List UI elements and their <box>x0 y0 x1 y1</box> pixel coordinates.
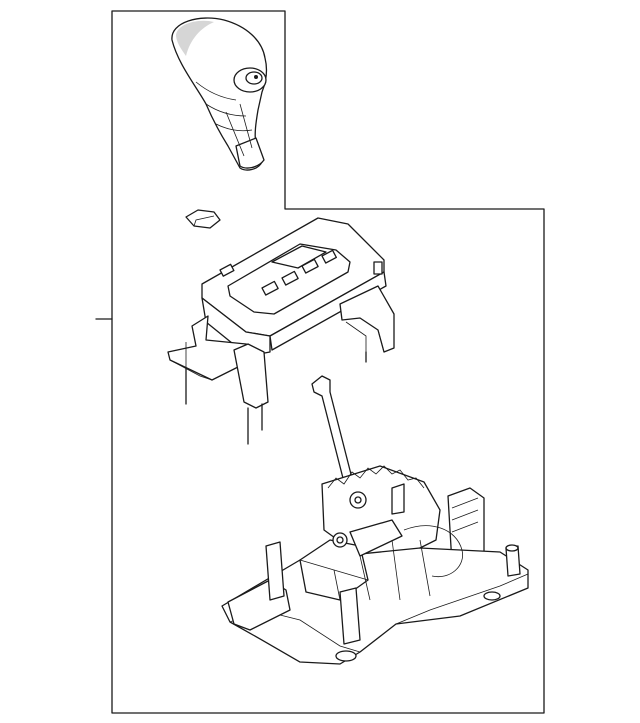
indicator-lamp-1 <box>261 280 279 296</box>
bezel-clip <box>373 261 383 275</box>
bezel-button <box>219 263 235 277</box>
base-plate <box>221 547 529 665</box>
bezel-center-leg <box>233 343 269 409</box>
knob-body <box>171 17 268 171</box>
indicator-lamp-2 <box>281 270 299 286</box>
mounting-boss <box>335 650 357 662</box>
indicator-lamp-3 <box>301 258 319 274</box>
knob-button-dot <box>254 75 258 79</box>
base-standoff <box>339 587 361 645</box>
shifter-base-assembly <box>221 375 529 665</box>
shift-lever <box>311 375 355 491</box>
indicator-lamp-4 <box>321 249 338 264</box>
knob-lower-collar <box>235 137 265 169</box>
indicator-slot <box>271 245 327 269</box>
gate-teeth <box>327 465 425 489</box>
knob-button-inner <box>245 71 263 85</box>
shift-solenoid <box>391 483 405 515</box>
linkage-arm <box>349 519 403 557</box>
shift-knob <box>171 17 268 171</box>
knob-neck-lines <box>225 103 253 157</box>
knob-cap <box>185 209 221 229</box>
cable-loop <box>403 525 463 578</box>
bezel-side <box>269 271 387 351</box>
shift-indicator-bezel <box>167 217 395 445</box>
knob-grip-lines <box>195 81 253 132</box>
knob-shading <box>176 20 214 56</box>
assembly-frame <box>111 10 545 714</box>
base-mounting-post-left <box>265 541 285 601</box>
